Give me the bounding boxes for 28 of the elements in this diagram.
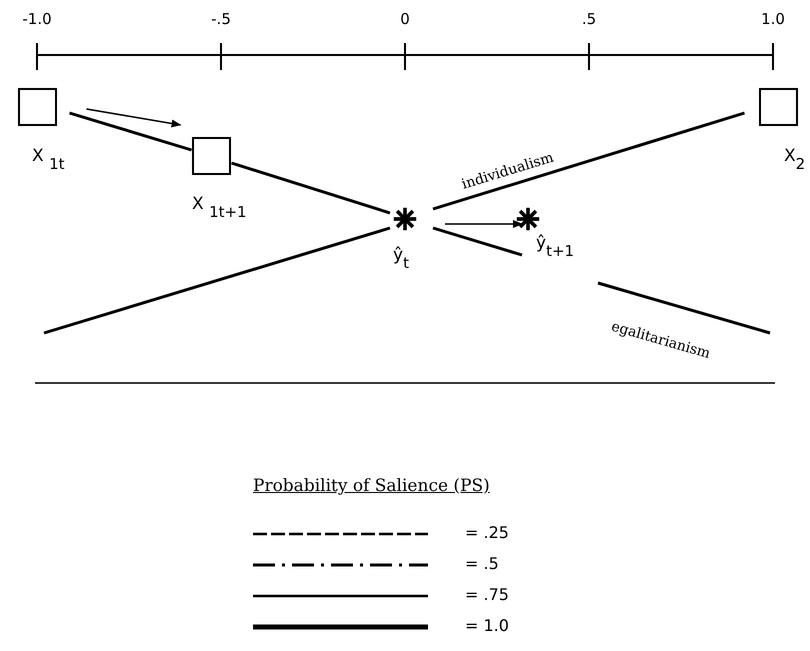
legend-title: Probability of Salience (PS) xyxy=(253,476,490,496)
variable-label: X$_{2}$ xyxy=(784,146,806,173)
arrow xyxy=(445,220,523,228)
arrow xyxy=(86,108,182,128)
variable-label: ŷ$_{t+1}$ xyxy=(536,233,574,260)
legend-label: = 1.0 xyxy=(465,616,509,635)
line-segment xyxy=(69,112,192,152)
variable-label: X $_{1t+1}$ xyxy=(192,194,247,221)
line-segment xyxy=(231,162,390,214)
axis-tick-label: 0 xyxy=(400,10,410,28)
square-marker xyxy=(192,137,231,175)
line-segment xyxy=(432,226,522,256)
line-segment xyxy=(598,282,770,334)
line-segment xyxy=(432,112,745,210)
legend-label: = .25 xyxy=(465,523,509,542)
axis-tick-label: -.5 xyxy=(211,10,231,28)
axis-tick-label: -1.0 xyxy=(22,10,52,28)
square-marker xyxy=(759,88,798,126)
square-marker xyxy=(18,88,57,126)
axis-tick-label: 1.0 xyxy=(761,10,785,28)
legend-label: = .75 xyxy=(465,585,509,604)
variable-label: ŷ$_{t}$ xyxy=(393,245,409,272)
line-segment xyxy=(44,226,390,334)
asterisk-marker xyxy=(391,205,419,233)
asterisk-marker xyxy=(514,205,542,233)
axis-tick-label: .5 xyxy=(582,10,596,28)
variable-label: X $_{1t}$ xyxy=(32,146,64,173)
legend-label: = .5 xyxy=(465,554,499,573)
